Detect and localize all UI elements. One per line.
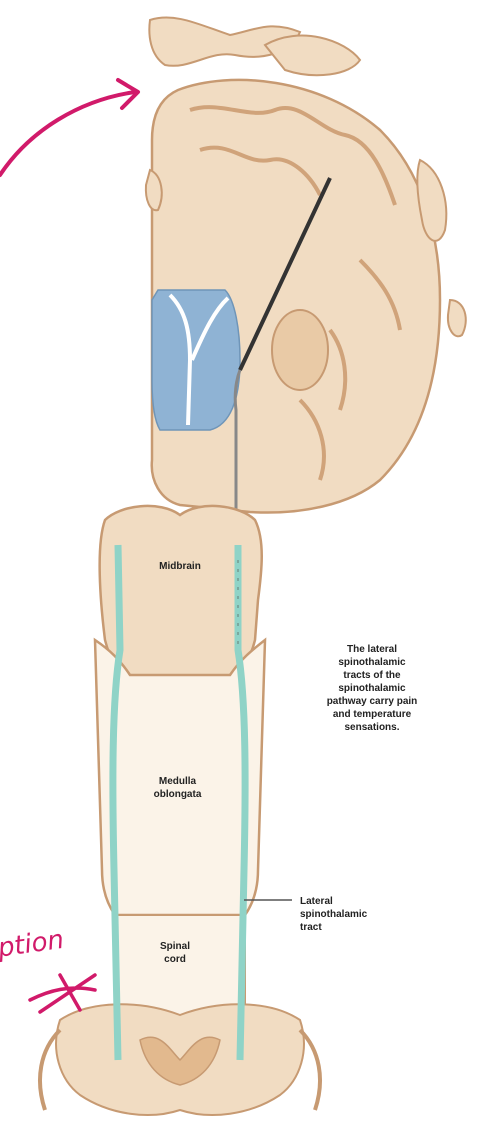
pink-arrow <box>0 92 135 175</box>
ventricle <box>152 290 240 430</box>
midbrain-label: Midbrain <box>135 560 225 573</box>
annotation-scribble <box>30 975 95 1012</box>
lateral-tract-label: Lateral spinothalamic tract <box>300 895 410 934</box>
spinal-cord-label: Spinal cord <box>140 940 210 966</box>
medulla-label: Medulla oblongata <box>130 775 225 801</box>
right-fragment-lower <box>448 300 466 336</box>
thalamus <box>272 310 328 390</box>
pathway-description: The lateral spinothalamic tracts of the … <box>292 643 452 734</box>
top-right-fold <box>265 36 360 76</box>
